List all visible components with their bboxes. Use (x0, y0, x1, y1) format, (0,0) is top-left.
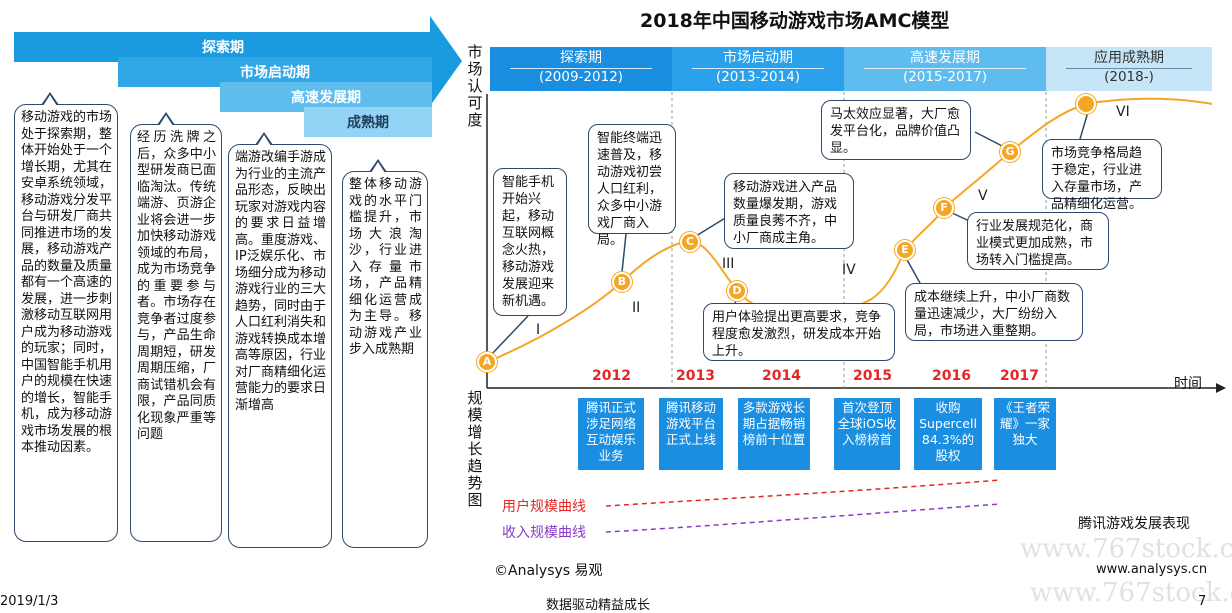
phase-label: I (536, 322, 541, 338)
stage-arrow-mature: 成熟期 (304, 107, 432, 137)
event-box: 首次登顶全球iOS收入榜榜首 (834, 398, 900, 470)
page-number: 7 (1198, 594, 1207, 609)
callout-g: 马太效应显著，大厂愈发平台化，品牌价值凸显。 (821, 100, 971, 160)
stage-name: 探索期 (560, 50, 602, 66)
stage-years: (2015-2017) (902, 69, 988, 85)
chart-title: 2018年中国移动游戏市场AMC模型 (640, 10, 950, 32)
stage-header-growth: 高速发展期 (2015-2017) (844, 47, 1046, 91)
curve-point-peak (1076, 94, 1096, 114)
event-box: 腾讯正式涉足网络互动娱乐业务 (578, 398, 644, 470)
callout-mature: 市场竞争格局趋于稳定，行业进入存量市场，产品精细化运营。 (1042, 139, 1162, 212)
stage-years: (2018-) (1104, 69, 1154, 85)
revenue-scale-line (605, 503, 1001, 533)
stage-header-mature: 应用成熟期 (2018-) (1046, 47, 1212, 91)
arrow-label: 市场启动期 (240, 65, 310, 81)
phase-label: III (722, 256, 735, 272)
event-box: 收购Supercell 84.3%的股权 (914, 398, 982, 470)
event-year: 2012 (592, 368, 631, 384)
stage-name: 市场启动期 (723, 50, 793, 66)
event-year: 2017 (1000, 368, 1039, 384)
footer-date: 2019/1/3 (0, 594, 59, 609)
callout-d: 用户体验提出更高要求，竞争程度愈发激烈，研发成本开始上升。 (703, 303, 895, 361)
curve-point-a: A (477, 352, 497, 372)
footer-slogan: 数据驱动精益成长 (546, 598, 651, 613)
launch-bubble: 经历洗牌之后，众多中小型研发商已面临淘汰。传统端游、页游企业将会进一步加快移动游… (130, 112, 222, 542)
watermark: www.767stock.com (1030, 578, 1232, 608)
legend-user-scale: 用户规模曲线 (502, 499, 586, 515)
event-year: 2015 (853, 368, 892, 384)
curve-point-d: D (727, 281, 747, 301)
stage-arrow-head (430, 16, 462, 106)
y-axis-label-bottom: 规模增长趋势图 (467, 389, 483, 509)
callout-pointer (905, 257, 921, 284)
callout-e: 成本继续上升，中小厂商数量迅速减少，大厂纷纷入局，市场进入重整期。 (905, 283, 1083, 341)
x-axis-arrowhead (1216, 383, 1226, 393)
y-axis-label-top: 市场认可度 (467, 43, 483, 129)
curve-point-f: F (934, 198, 954, 218)
legend-revenue-scale: 收入规模曲线 (502, 525, 586, 541)
event-box: 腾讯移动游戏平台正式上线 (659, 398, 723, 470)
tencent-performance-label: 腾讯游戏发展表现 (1078, 516, 1190, 532)
callout-pointer (1079, 111, 1089, 140)
stage-header-launch: 市场启动期 (2013-2014) (672, 47, 844, 91)
callout-a: 智能手机开始兴起，移动互联网概念火热，移动游戏发展迎来新机遇。 (493, 168, 567, 316)
callout-b: 智能终端迅速普及，移动游戏初尝人口红利，众多中小游戏厂商入局。 (588, 124, 676, 248)
stage-name: 高速发展期 (910, 50, 980, 66)
event-year: 2014 (762, 368, 801, 384)
curve-point-g: G (1000, 142, 1020, 162)
callout-c: 移动游戏进入产品数量爆发期，游戏质量良莠不齐，中小厂商成主角。 (724, 173, 854, 249)
stage-name: 应用成熟期 (1094, 50, 1164, 66)
phase-label: V (978, 188, 988, 204)
curve-point-b: B (612, 272, 632, 292)
source-url: www.analysys.cn (1096, 562, 1208, 577)
arrow-label: 探索期 (202, 40, 244, 56)
event-box: 《王者荣耀》一家独大 (994, 398, 1056, 470)
phase-label: II (632, 300, 641, 316)
event-year: 2013 (676, 368, 715, 384)
stage-years: (2009-2012) (538, 69, 624, 85)
source-label: ©Analysys 易观 (494, 563, 603, 579)
watermark: www.767stock.com (1020, 534, 1232, 564)
callout-pointer (489, 315, 529, 357)
arrow-label: 成熟期 (347, 115, 389, 131)
phase-label: IV (842, 262, 856, 278)
stage-header-explore: 探索期 (2009-2012) (490, 47, 672, 91)
user-scale-line (605, 479, 1001, 507)
growth-bubble: 端游改编手游成为行业的主流产品形态，反映出玩家对游戏内容的要求日益增高。重度游戏… (228, 132, 332, 548)
stage-years: (2013-2014) (715, 69, 801, 85)
x-axis-label: 时间 (1174, 376, 1202, 392)
curve-point-c: C (680, 232, 700, 252)
event-year: 2016 (932, 368, 971, 384)
curve-point-e: E (895, 240, 915, 260)
phase-label: VI (1116, 104, 1130, 120)
mature-bubble: 整体移动游戏的水平门槛提升，市场大浪淘沙，行业进入存量市场，产品精细化运营成为主… (342, 159, 428, 548)
event-box: 多款游戏长期占据畅销榜前十位置 (738, 398, 810, 470)
arrow-label: 高速发展期 (291, 90, 361, 106)
callout-f: 行业发展规范化，商业模式更加成熟，市场转入门槛提高。 (967, 212, 1109, 270)
explore-bubble: 移动游戏的市场处于探索期，整体开始处于一个增长期，尤其在安卓系统领域，移动游戏分… (14, 92, 118, 542)
